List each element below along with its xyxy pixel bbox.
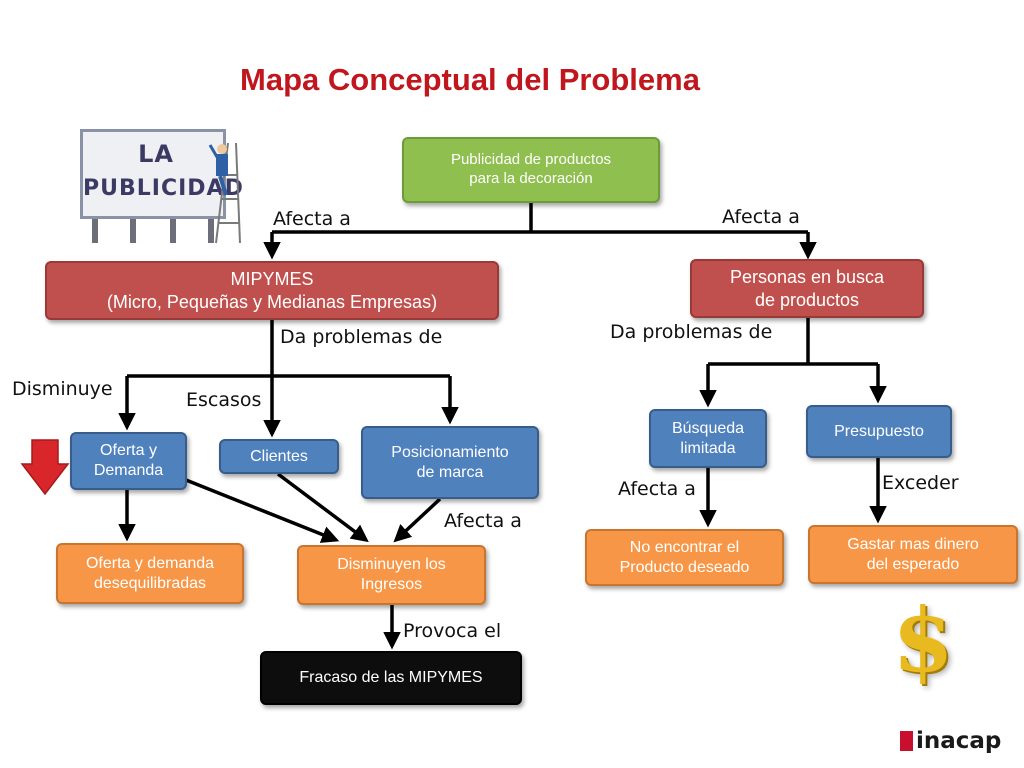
label-provoca: Provoca el [403,620,502,642]
node-desequilibradas: Oferta y demanda desequilibradas [56,543,244,604]
label-da-problemas-right: Da problemas de [610,321,773,343]
label-afecta-posicionamiento: Afecta a [444,510,522,532]
arrow-down-icon [20,439,70,496]
label-afecta-left: Afecta a [273,208,351,230]
node-no-encontrar: No encontrar el Producto deseado [585,529,784,586]
node-busqueda: Búsqueda limitada [649,409,767,468]
dollar-icon: $ [892,588,954,692]
node-publicidad: Publicidad de productos para la decoraci… [402,137,660,203]
node-gastar-mas: Gastar mas dinero del esperado [808,525,1018,584]
label-afecta-right: Afecta a [722,206,800,228]
billboard-text-line2: PUBLICIDAD [83,176,244,201]
label-escasos: Escasos [186,389,262,411]
logo-text: inacap [916,728,1002,754]
node-mipymes: MIPYMES (Micro, Pequeñas y Medianas Empr… [45,261,499,320]
painter-ladder-icon [208,142,241,244]
billboard-board: LA PUBLICIDAD [80,129,244,219]
billboard-text-line1: LA [138,140,174,168]
node-disminuyen-ingresos: Disminuyen los Ingresos [297,545,486,605]
inacap-logo: inacap [900,728,1001,754]
node-fracaso: Fracaso de las MIPYMES [260,651,522,705]
label-disminuye: Disminuye [12,378,113,400]
page-title: Mapa Conceptual del Problema [240,62,700,97]
node-clientes: Clientes [219,439,339,474]
billboard-image: LA PUBLICIDAD [78,125,246,247]
label-exceder: Exceder [882,472,959,494]
label-da-problemas-left: Da problemas de [280,326,443,348]
node-personas: Personas en busca de productos [690,259,924,318]
node-oferta-demanda: Oferta y Demanda [70,432,187,490]
node-presupuesto: Presupuesto [806,405,952,458]
node-posicionamiento: Posicionamiento de marca [361,426,539,499]
label-afecta-busqueda: Afecta a [618,478,696,500]
